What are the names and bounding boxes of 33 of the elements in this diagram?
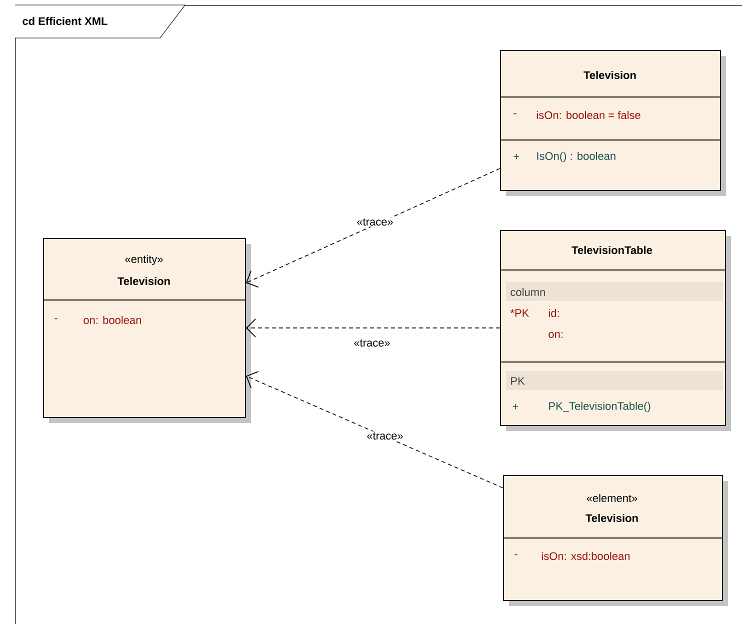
column-text: id: xyxy=(548,308,559,318)
frame-title: cd Efficient XML xyxy=(22,16,108,26)
class-name: TelevisionTable xyxy=(572,246,652,254)
class-box xyxy=(500,50,726,196)
edge-label: «trace» xyxy=(352,338,392,348)
attribute-text: isOn: boolean = false xyxy=(536,110,640,120)
dependency-arrow xyxy=(246,318,500,338)
key-marker: *PK xyxy=(510,309,530,317)
attribute-text: isOn: xsd:boolean xyxy=(542,552,630,560)
edge-label: «trace» xyxy=(356,217,394,227)
column-text: on: xyxy=(548,332,562,338)
stereotype-label: «entity» xyxy=(125,254,163,266)
section-label: PK xyxy=(511,377,525,385)
class-name: Television xyxy=(584,70,636,80)
class-name: Television xyxy=(118,276,170,286)
visibility-marker: - xyxy=(514,554,518,556)
method-text: PK_TelevisionTable() xyxy=(549,402,650,412)
class-box xyxy=(42,238,251,423)
dependency-arrow xyxy=(246,168,500,288)
visibility-marker: + xyxy=(512,404,518,410)
section-label: column xyxy=(510,288,545,296)
edge-label: «trace» xyxy=(366,431,404,441)
frame xyxy=(14,4,742,624)
visibility-marker: + xyxy=(514,154,520,160)
attribute-text: on: boolean xyxy=(84,316,141,324)
class-box xyxy=(500,230,731,431)
dependency-arrow xyxy=(246,371,504,488)
class-box xyxy=(502,475,728,606)
class-name: Television xyxy=(586,514,638,522)
stereotype-label: «element» xyxy=(586,494,638,502)
visibility-marker: - xyxy=(54,318,58,320)
visibility-marker: - xyxy=(514,113,516,114)
method-text: IsOn() : boolean xyxy=(537,152,616,162)
